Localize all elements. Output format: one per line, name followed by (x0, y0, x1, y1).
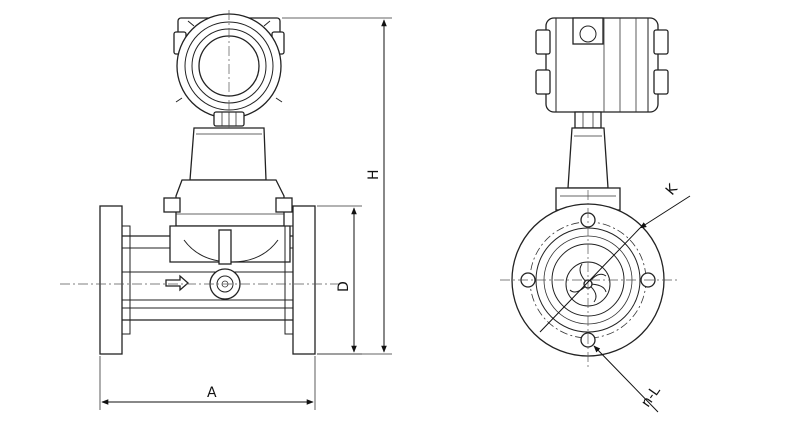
dimension-nL-label: n-L (638, 383, 664, 410)
dimension-nL: n-L (593, 345, 664, 413)
front-view: A D H (60, 10, 392, 410)
flow-arrow-icon (165, 274, 189, 292)
dimension-A-label: A (207, 385, 217, 401)
transmitter-side (535, 17, 669, 129)
dimension-A: A (99, 356, 316, 410)
neck (189, 127, 267, 181)
dimension-H-label: H (366, 169, 382, 180)
right-flange (284, 205, 316, 355)
meter-body (119, 225, 301, 321)
dimension-K-label: K (663, 181, 682, 199)
dimension-H: H (282, 17, 392, 355)
neck-side (567, 127, 609, 189)
side-view: K n-L (500, 17, 691, 413)
dimension-D-label: D (336, 281, 352, 292)
left-flange (99, 205, 131, 355)
dimension-D: D (317, 205, 362, 355)
body-block (175, 179, 285, 227)
